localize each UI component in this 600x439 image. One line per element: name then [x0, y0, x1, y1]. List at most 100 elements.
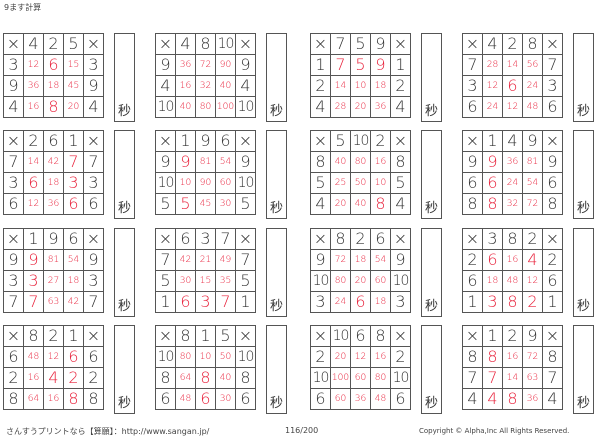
row-number: 6	[462, 270, 483, 292]
row-number: 1	[235, 291, 256, 313]
answer-cell: 32	[195, 75, 216, 97]
row-number: 8	[155, 367, 176, 389]
column-number: 4	[482, 33, 503, 55]
row-number: 2	[390, 346, 411, 368]
answer-cell: 48	[23, 346, 44, 368]
time-box: 秒	[114, 325, 135, 414]
answer-cell: 8	[195, 367, 216, 389]
answer-cell: 90	[195, 172, 216, 194]
row-number: 2	[462, 249, 483, 271]
row-number: 9	[310, 249, 331, 271]
row-number: 8	[462, 193, 483, 215]
times-sign: ×	[83, 130, 104, 152]
row-number: 10	[310, 367, 331, 389]
answer-cell: 8	[370, 193, 391, 215]
answer-cell: 16	[23, 367, 44, 389]
column-number: 1	[175, 130, 196, 152]
answer-cell: 3	[195, 291, 216, 313]
seconds-label: 秒	[424, 396, 438, 411]
column-number: 1	[63, 130, 84, 152]
column-number: 9	[43, 228, 64, 250]
answer-cell: 10	[370, 172, 391, 194]
times-sign: ×	[235, 33, 256, 55]
row-number: 3	[390, 291, 411, 313]
answer-cell: 6	[175, 291, 196, 313]
answer-cell: 50	[350, 172, 371, 194]
footer-page-number: 116/200	[285, 426, 319, 435]
answer-cell: 72	[522, 193, 543, 215]
column-number: 5	[350, 33, 371, 55]
seconds-label: 秒	[576, 104, 590, 119]
row-number: 9	[390, 249, 411, 271]
column-number: 4	[175, 33, 196, 55]
row-number: 1	[542, 291, 563, 313]
answer-cell: 64	[23, 388, 44, 410]
answer-cell: 30	[215, 388, 236, 410]
row-number: 10	[155, 96, 176, 118]
answer-cell: 8	[502, 388, 523, 410]
answer-cell: 72	[522, 346, 543, 368]
row-number: 8	[542, 346, 563, 368]
answer-cell: 42	[175, 249, 196, 271]
footer-copyright: Copyright © Alpha,Inc All Rights Reserve…	[419, 427, 570, 435]
row-number: 6	[390, 388, 411, 410]
answer-cell: 24	[330, 291, 351, 313]
seconds-label: 秒	[117, 201, 131, 216]
worksheet-title: 9ます計算	[4, 3, 42, 12]
row-number: 9	[462, 151, 483, 173]
row-number: 1	[462, 291, 483, 313]
seconds-label: 秒	[269, 104, 283, 119]
column-number: 5	[215, 325, 236, 347]
column-number: 2	[502, 33, 523, 55]
answer-cell: 48	[522, 96, 543, 118]
row-number: 2	[390, 75, 411, 97]
answer-cell: 8	[43, 96, 64, 118]
answer-cell: 15	[63, 54, 84, 76]
row-number: 7	[542, 54, 563, 76]
answer-cell: 10	[175, 172, 196, 194]
time-box: 秒	[573, 33, 594, 122]
row-number: 7	[83, 151, 104, 173]
row-number: 3	[83, 54, 104, 76]
row-number: 8	[3, 388, 24, 410]
column-number: 8	[195, 33, 216, 55]
answer-cell: 81	[522, 151, 543, 173]
time-box: 秒	[421, 325, 442, 414]
column-number: 2	[502, 325, 523, 347]
row-number: 3	[3, 54, 24, 76]
time-box: 秒	[421, 130, 442, 219]
column-number: 5	[63, 33, 84, 55]
times-sign: ×	[390, 33, 411, 55]
seconds-label: 秒	[269, 201, 283, 216]
answer-cell: 64	[175, 367, 196, 389]
row-number: 6	[542, 172, 563, 194]
answer-cell: 54	[370, 249, 391, 271]
answer-cell: 4	[43, 367, 64, 389]
column-number: 8	[175, 325, 196, 347]
row-number: 10	[390, 270, 411, 292]
column-number: 8	[502, 228, 523, 250]
answer-cell: 81	[195, 151, 216, 173]
answer-cell: 36	[350, 388, 371, 410]
column-number: 3	[195, 228, 216, 250]
answer-cell: 7	[330, 54, 351, 76]
row-number: 4	[390, 96, 411, 118]
answer-cell: 20	[330, 346, 351, 368]
column-number: 6	[350, 325, 371, 347]
times-sign: ×	[462, 130, 483, 152]
answer-cell: 2	[63, 367, 84, 389]
seconds-label: 秒	[117, 104, 131, 119]
row-number: 3	[83, 270, 104, 292]
row-number: 7	[3, 151, 24, 173]
answer-cell: 5	[175, 193, 196, 215]
row-number: 3	[3, 172, 24, 194]
answer-cell: 72	[330, 249, 351, 271]
answer-cell: 28	[330, 96, 351, 118]
answer-cell: 6	[63, 193, 84, 215]
row-number: 5	[235, 193, 256, 215]
